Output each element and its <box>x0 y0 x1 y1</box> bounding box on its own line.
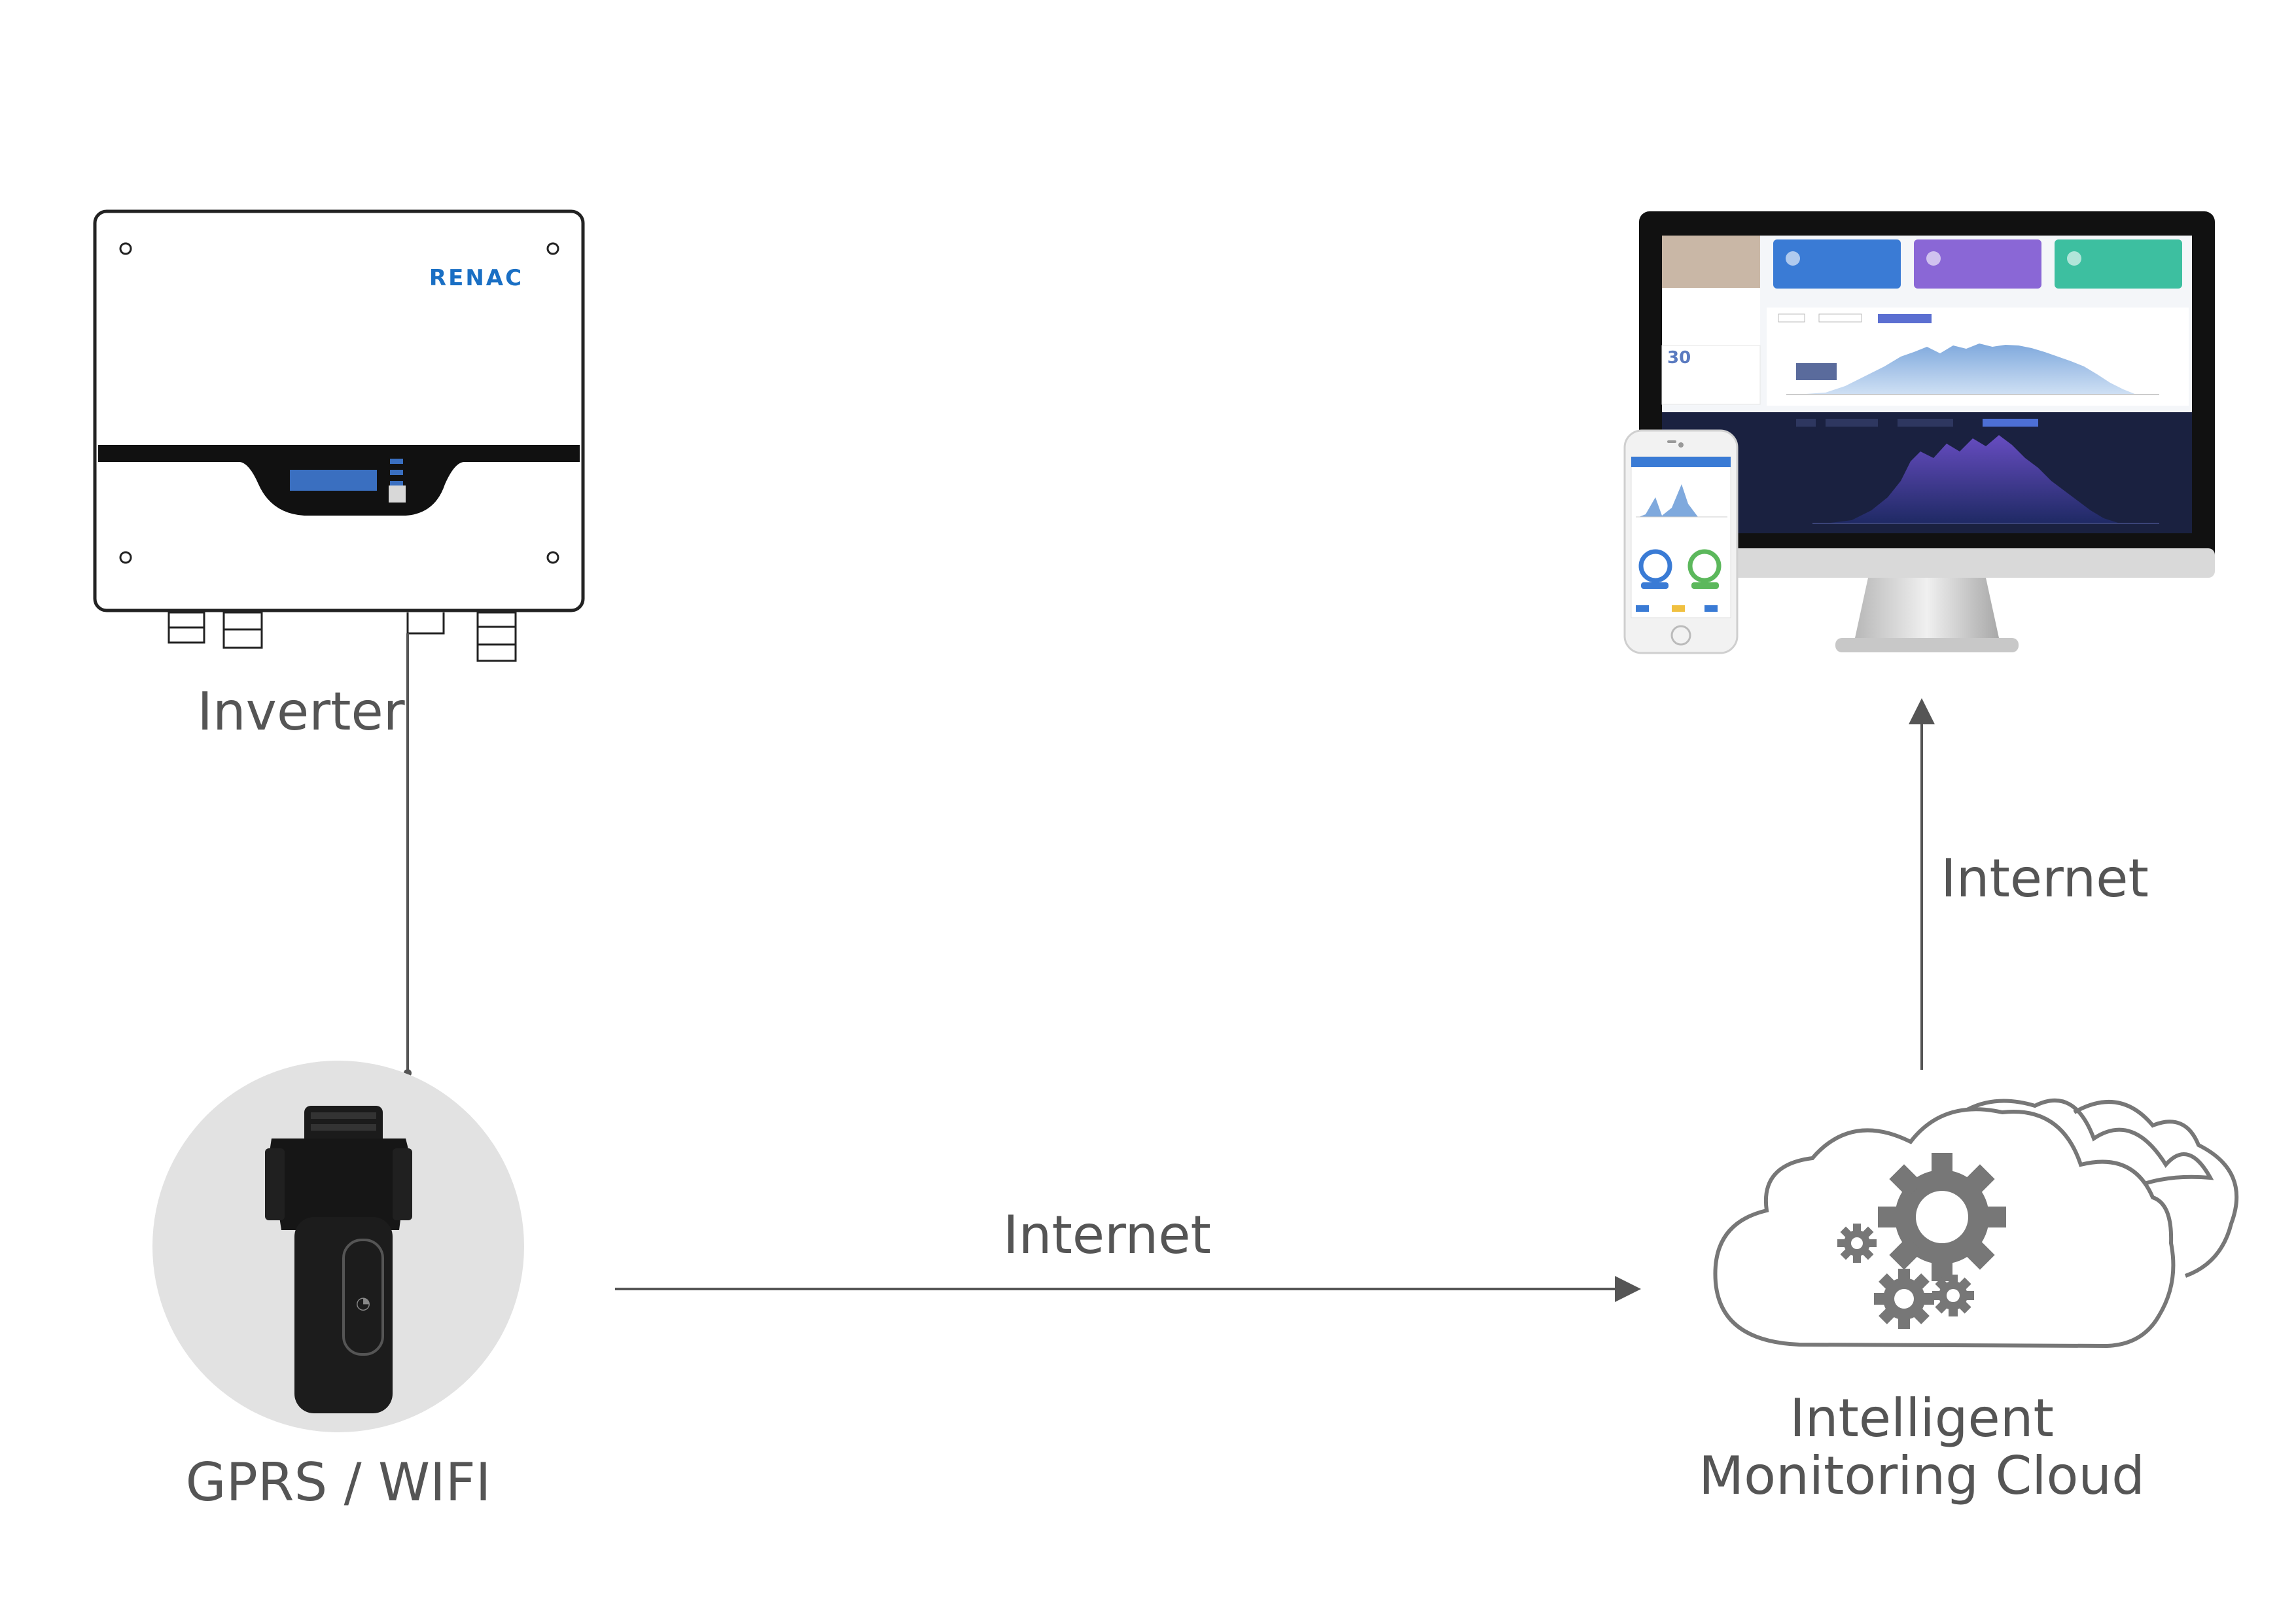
inverter-screw-icon <box>119 242 132 255</box>
power-chart-area-dark <box>1826 435 2120 523</box>
inverter-label: Inverter <box>197 681 404 742</box>
inverter-screw-icon <box>546 242 559 255</box>
inverter-brand-logo: RENAC <box>429 265 523 291</box>
inverter-body <box>93 209 585 612</box>
inverter-led-icon <box>390 470 403 475</box>
power-chart-area-light <box>1796 344 2136 395</box>
small-gear-icon <box>1932 1275 1974 1316</box>
internet-label-horizontal: Internet <box>1003 1205 1211 1265</box>
inverter-button-icon <box>389 485 406 503</box>
stat-card-teal <box>2055 239 2182 289</box>
monitor-stand <box>1855 578 1999 638</box>
phone-screen <box>1631 456 1731 618</box>
stat-card-blue <box>1773 239 1901 289</box>
inverter-connectors <box>168 611 517 662</box>
logger-label: GPRS / WIFI <box>186 1452 491 1513</box>
stat-card-purple <box>1914 239 2041 289</box>
cloud-label-line2: Monitoring Cloud <box>1699 1445 2145 1506</box>
phone-home-button-icon <box>1670 625 1691 646</box>
inverter-screw-icon <box>119 551 132 564</box>
inverter-led-icon <box>390 481 403 486</box>
svg-text:30: 30 <box>1667 348 1691 368</box>
internet-label-vertical: Internet <box>1941 848 2149 909</box>
medium-gear-icon <box>1874 1269 1934 1329</box>
cloud-label-line1: Intelligent <box>1790 1388 2054 1449</box>
monitor-chin <box>1639 548 2215 578</box>
inverter-led-icon <box>390 459 403 464</box>
wifi-gprs-stick-icon: ◔ <box>152 1061 524 1432</box>
wifi-icon: ◔ <box>356 1294 371 1313</box>
inverter-front-band <box>98 445 580 462</box>
inverter-screw-icon <box>546 551 559 564</box>
monitor-base <box>1835 638 2019 652</box>
big-gear-icon <box>1878 1153 2006 1281</box>
small-gear-icon <box>1837 1224 1877 1263</box>
desktop-monitor-icon: 30 <box>1639 211 2215 652</box>
inverter-lcd-screen <box>290 470 377 491</box>
inverter-device-icon: RENAC <box>93 209 585 662</box>
cloud-back-edge <box>2073 1100 2239 1278</box>
cloud-gears-icon <box>1713 1098 2239 1349</box>
smartphone-icon <box>1623 429 1739 654</box>
